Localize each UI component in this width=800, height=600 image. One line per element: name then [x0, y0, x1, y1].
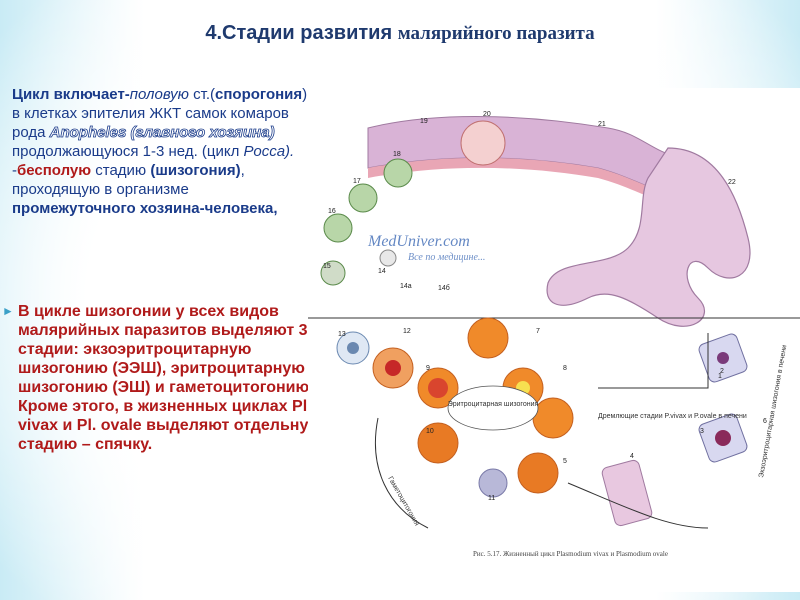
slide-title: 4.Стадии развития малярийного паразита [0, 22, 800, 45]
num-5: 5 [563, 458, 567, 465]
p1-t6: Anopheles (главного хозяина) [49, 124, 275, 142]
rbc-cell-10 [417, 422, 459, 464]
p1-t10: бесполую [17, 162, 92, 179]
num-13: 13 [338, 331, 346, 338]
stage-16 [323, 213, 353, 243]
title-part2: малярийного паразита [397, 23, 595, 44]
p1-t11: стадию [91, 162, 151, 179]
arrow-gameto [374, 417, 429, 529]
arrow-to-liver [598, 333, 709, 389]
p1-t1: Цикл включает- [12, 86, 130, 103]
num-6: 6 [763, 418, 767, 425]
figure-caption: Рис. 5.17. Жизненный цикл Plasmodium viv… [473, 550, 668, 558]
p1-t14: промежуточного хозяина-человека, [12, 200, 278, 217]
label-erythro: Эритроцитарная шизогония [448, 401, 539, 408]
gametocyte-nucleus-13 [347, 342, 359, 354]
bullet-text: В цикле шизогонии у всех видов малярийны… [18, 303, 323, 453]
bullet-arrow-icon: ► [2, 304, 14, 318]
mosquito-stages [320, 120, 506, 286]
arrow-liver-to-blood [567, 482, 709, 529]
stage-17 [348, 183, 378, 213]
num-22: 22 [728, 179, 736, 186]
p1-t8: Росса). [243, 143, 295, 160]
liver-cell-4 [601, 459, 653, 527]
rbc-parasite-9 [428, 378, 448, 398]
stage-18 [383, 158, 413, 188]
rbc-cell-8 [532, 397, 574, 439]
stage-14a [379, 249, 397, 267]
num-4: 4 [630, 453, 634, 460]
rbc-parasite-12 [385, 360, 401, 376]
life-cycle-svg: Эритроцитарная шизогония Гаметоцитогония… [308, 88, 800, 592]
rbc-cell-7 [467, 317, 509, 359]
label-dormant: Дремлющие стадии P.vivax и P.ovale в печ… [598, 413, 747, 420]
num-9: 9 [426, 365, 430, 372]
intro-paragraph: Цикл включает-половую ст.(спорогония) в … [12, 85, 312, 218]
num-2: 2 [720, 368, 724, 375]
p1-t3: ст.( [193, 86, 216, 103]
p1-t12: (шизогония) [150, 162, 241, 179]
p1-t5: ) в клетках эпителия ЖКТ самок комаров р… [12, 86, 308, 141]
rbc-cell-5 [517, 452, 559, 494]
num-19: 19 [420, 118, 428, 125]
merozoites-11 [478, 468, 508, 498]
num-17: 17 [353, 178, 361, 185]
salivary-gland [546, 147, 751, 327]
watermark-tagline: Все по медицине... [408, 252, 485, 263]
erythrocytic-cycle: Эритроцитарная шизогония [336, 317, 574, 498]
gut-lining [368, 157, 678, 208]
num-3: 3 [700, 428, 704, 435]
num-16: 16 [328, 208, 336, 215]
num-1: 1 [718, 373, 722, 380]
p1-t4: спорогония [215, 86, 303, 103]
num-12: 12 [403, 328, 411, 335]
liver-cells [601, 333, 748, 527]
num-10: 10 [426, 428, 434, 435]
num-7: 7 [536, 328, 540, 335]
num-21: 21 [598, 121, 606, 128]
liver-nucleus-1 [717, 352, 729, 364]
life-cycle-diagram: Эритроцитарная шизогония Гаметоцитогония… [308, 88, 800, 592]
num-15: 15 [323, 263, 331, 270]
stage-20 [460, 120, 506, 166]
watermark-site: MedUniver.com [367, 233, 470, 250]
stage-15 [320, 260, 346, 286]
p1-t2: половую [129, 86, 189, 103]
num-18: 18 [393, 151, 401, 158]
num-14: 14 [378, 268, 386, 275]
p1-t7: продолжающуюся 1-3 нед. (цикл [12, 143, 244, 160]
p1-t13: , проходящую в организме [12, 162, 245, 198]
stage-numbers: 1 2 3 4 5 6 7 8 9 10 11 12 13 14 15 16 1… [323, 111, 767, 502]
num-11: 11 [488, 495, 495, 502]
title-part1: 4.Стадии развития [205, 22, 393, 44]
erythro-label-box [447, 385, 539, 431]
num-20: 20 [483, 111, 491, 118]
p1-t9: - [12, 162, 17, 179]
num-8: 8 [563, 365, 567, 372]
liver-nucleus-3 [715, 430, 731, 446]
num-14a: 14а [400, 283, 412, 290]
num-14b: 14б [438, 284, 450, 292]
